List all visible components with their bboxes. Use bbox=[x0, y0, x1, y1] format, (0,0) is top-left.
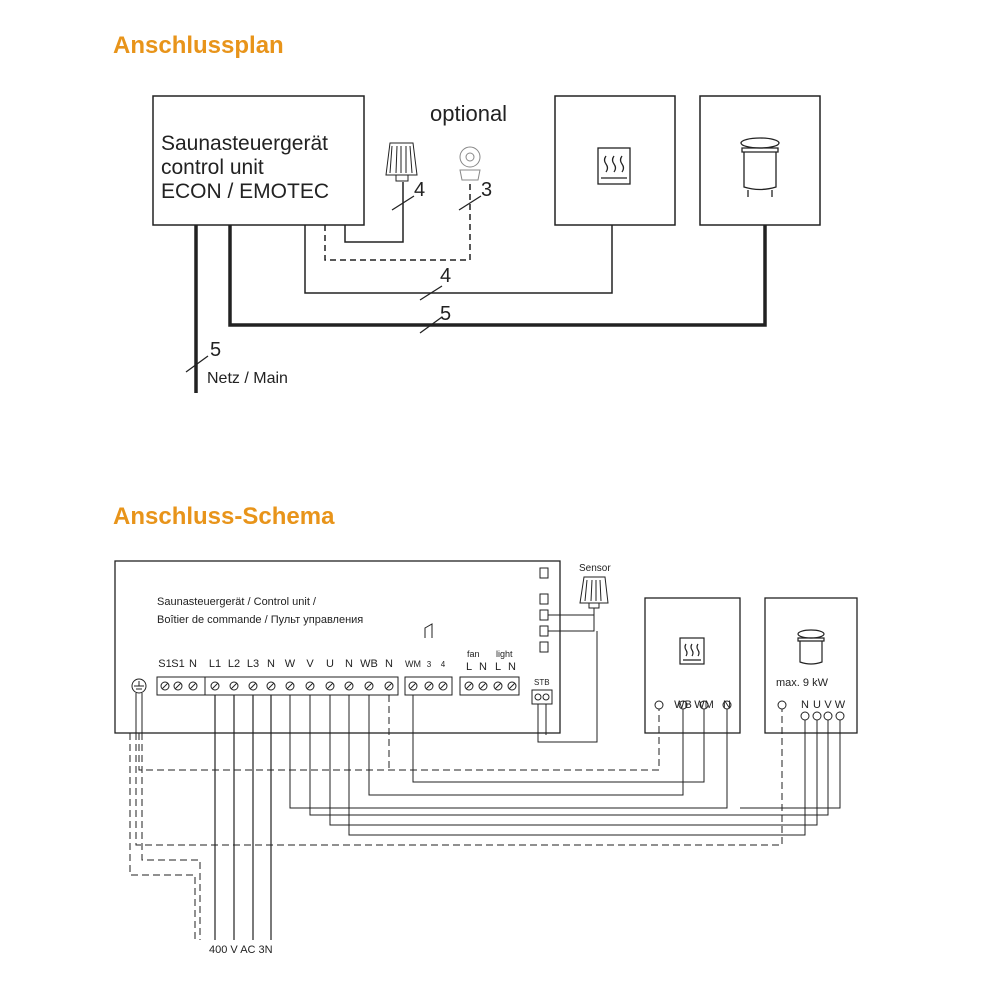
schema-oven-icon bbox=[797, 629, 825, 665]
terminal-0 bbox=[160, 681, 170, 691]
terminal-label-0: S1 bbox=[158, 658, 171, 670]
schema-sensor-label: Sensor bbox=[579, 563, 611, 574]
heater-control-box bbox=[554, 95, 676, 226]
terminal-strip-wm bbox=[404, 676, 453, 696]
anschluss-schema-title: Anschluss-Schema bbox=[113, 503, 335, 530]
terminal-mid-label-0: WM bbox=[405, 659, 421, 669]
terminal-fl-label-2: L bbox=[495, 661, 501, 673]
terminal-strip-fanlight bbox=[459, 676, 520, 696]
wire-count-mains: 5 bbox=[210, 339, 221, 361]
heater-symbol-icon bbox=[597, 147, 631, 185]
oven-power-label: max. 9 kW bbox=[776, 677, 829, 689]
light-label: light bbox=[496, 649, 513, 659]
terminal-label-10: N bbox=[345, 658, 353, 670]
control-unit-line-3: ECON / EMOTEC bbox=[161, 180, 329, 203]
terminal-fl-label-3: N bbox=[508, 661, 516, 673]
schema-heater-box bbox=[644, 597, 741, 734]
heater-term-label-1: WM bbox=[694, 699, 714, 711]
terminal-mid-2 bbox=[438, 681, 448, 691]
schema-heater-icon bbox=[679, 637, 705, 665]
terminal-5 bbox=[248, 681, 258, 691]
oven-term-label-3: W bbox=[835, 699, 846, 711]
oven-term-label-1: U bbox=[813, 699, 821, 711]
earth-icon bbox=[131, 678, 147, 733]
terminal-strip-power bbox=[204, 676, 399, 696]
stove-box bbox=[699, 95, 821, 226]
terminal-label-9: U bbox=[326, 658, 334, 670]
terminal-fl-3 bbox=[507, 681, 517, 691]
optional-label: optional bbox=[430, 101, 507, 126]
terminal-label-3: L1 bbox=[209, 658, 221, 670]
stb-terminal bbox=[531, 689, 553, 705]
terminal-label-11: WB bbox=[360, 658, 378, 670]
mains-label: Netz / Main bbox=[207, 370, 288, 387]
wire-count-sensor: 4 bbox=[414, 179, 425, 201]
terminal-9 bbox=[325, 681, 335, 691]
terminal-8 bbox=[305, 681, 315, 691]
terminal-4 bbox=[229, 681, 239, 691]
terminal-label-12: N bbox=[385, 658, 393, 670]
heater-term-label-0: WB bbox=[674, 699, 692, 711]
terminal-mid-label-2: 4 bbox=[441, 660, 446, 669]
supply-label: 400 V AC 3N bbox=[209, 944, 273, 956]
fan-label: fan bbox=[467, 649, 480, 659]
terminal-12 bbox=[384, 681, 394, 691]
wire-count-main: 5 bbox=[440, 303, 451, 325]
stb-label: STB bbox=[534, 678, 550, 687]
plan-section bbox=[152, 95, 821, 393]
terminal-label-4: L2 bbox=[228, 658, 240, 670]
optional-sensor-icon bbox=[459, 146, 481, 181]
oven-term-label-0: N bbox=[801, 699, 809, 711]
terminal-label-2: N bbox=[189, 658, 197, 670]
terminal-label-7: W bbox=[285, 658, 296, 670]
terminal-mid-0 bbox=[408, 681, 418, 691]
schema-oven-box bbox=[764, 597, 858, 734]
terminal-fl-1 bbox=[478, 681, 488, 691]
heater-term-label-2: N bbox=[723, 699, 731, 711]
terminal-6 bbox=[266, 681, 276, 691]
schema-control-unit bbox=[114, 560, 561, 734]
anschlussplan-title: Anschlussplan bbox=[113, 32, 284, 59]
terminal-label-5: L3 bbox=[247, 658, 259, 670]
terminal-2 bbox=[188, 681, 198, 691]
schema-sensor-icon bbox=[579, 576, 609, 609]
terminal-mid-1 bbox=[424, 681, 434, 691]
terminal-fl-label-0: L bbox=[466, 661, 472, 673]
terminal-fl-0 bbox=[464, 681, 474, 691]
control-unit-box bbox=[152, 95, 365, 226]
schema-section bbox=[114, 560, 858, 940]
terminal-label-1: S1 bbox=[171, 658, 184, 670]
terminal-10 bbox=[344, 681, 354, 691]
terminal-mid-label-1: 3 bbox=[427, 660, 432, 669]
control-unit-line-2: control unit bbox=[161, 156, 264, 179]
terminal-11 bbox=[364, 681, 374, 691]
terminal-1 bbox=[173, 681, 183, 691]
schema-unit-label-2: Boîtier de commande / Пульт управления bbox=[157, 614, 363, 626]
control-unit-line-1: Saunasteuergerät bbox=[161, 132, 328, 155]
wire-count-optional: 3 bbox=[481, 179, 492, 201]
sensor-icon bbox=[385, 142, 418, 182]
terminal-3 bbox=[210, 681, 220, 691]
terminal-7 bbox=[285, 681, 295, 691]
wire-count-heater: 4 bbox=[440, 265, 451, 287]
terminal-fl-label-1: N bbox=[479, 661, 487, 673]
terminal-strip-s1 bbox=[156, 676, 206, 696]
terminal-label-8: V bbox=[306, 658, 314, 670]
terminal-fl-2 bbox=[493, 681, 503, 691]
terminal-label-6: N bbox=[267, 658, 275, 670]
oven-term-label-2: V bbox=[824, 699, 832, 711]
schema-unit-label-1: Saunasteuergerät / Control unit / bbox=[157, 596, 317, 608]
stove-icon bbox=[740, 137, 780, 197]
